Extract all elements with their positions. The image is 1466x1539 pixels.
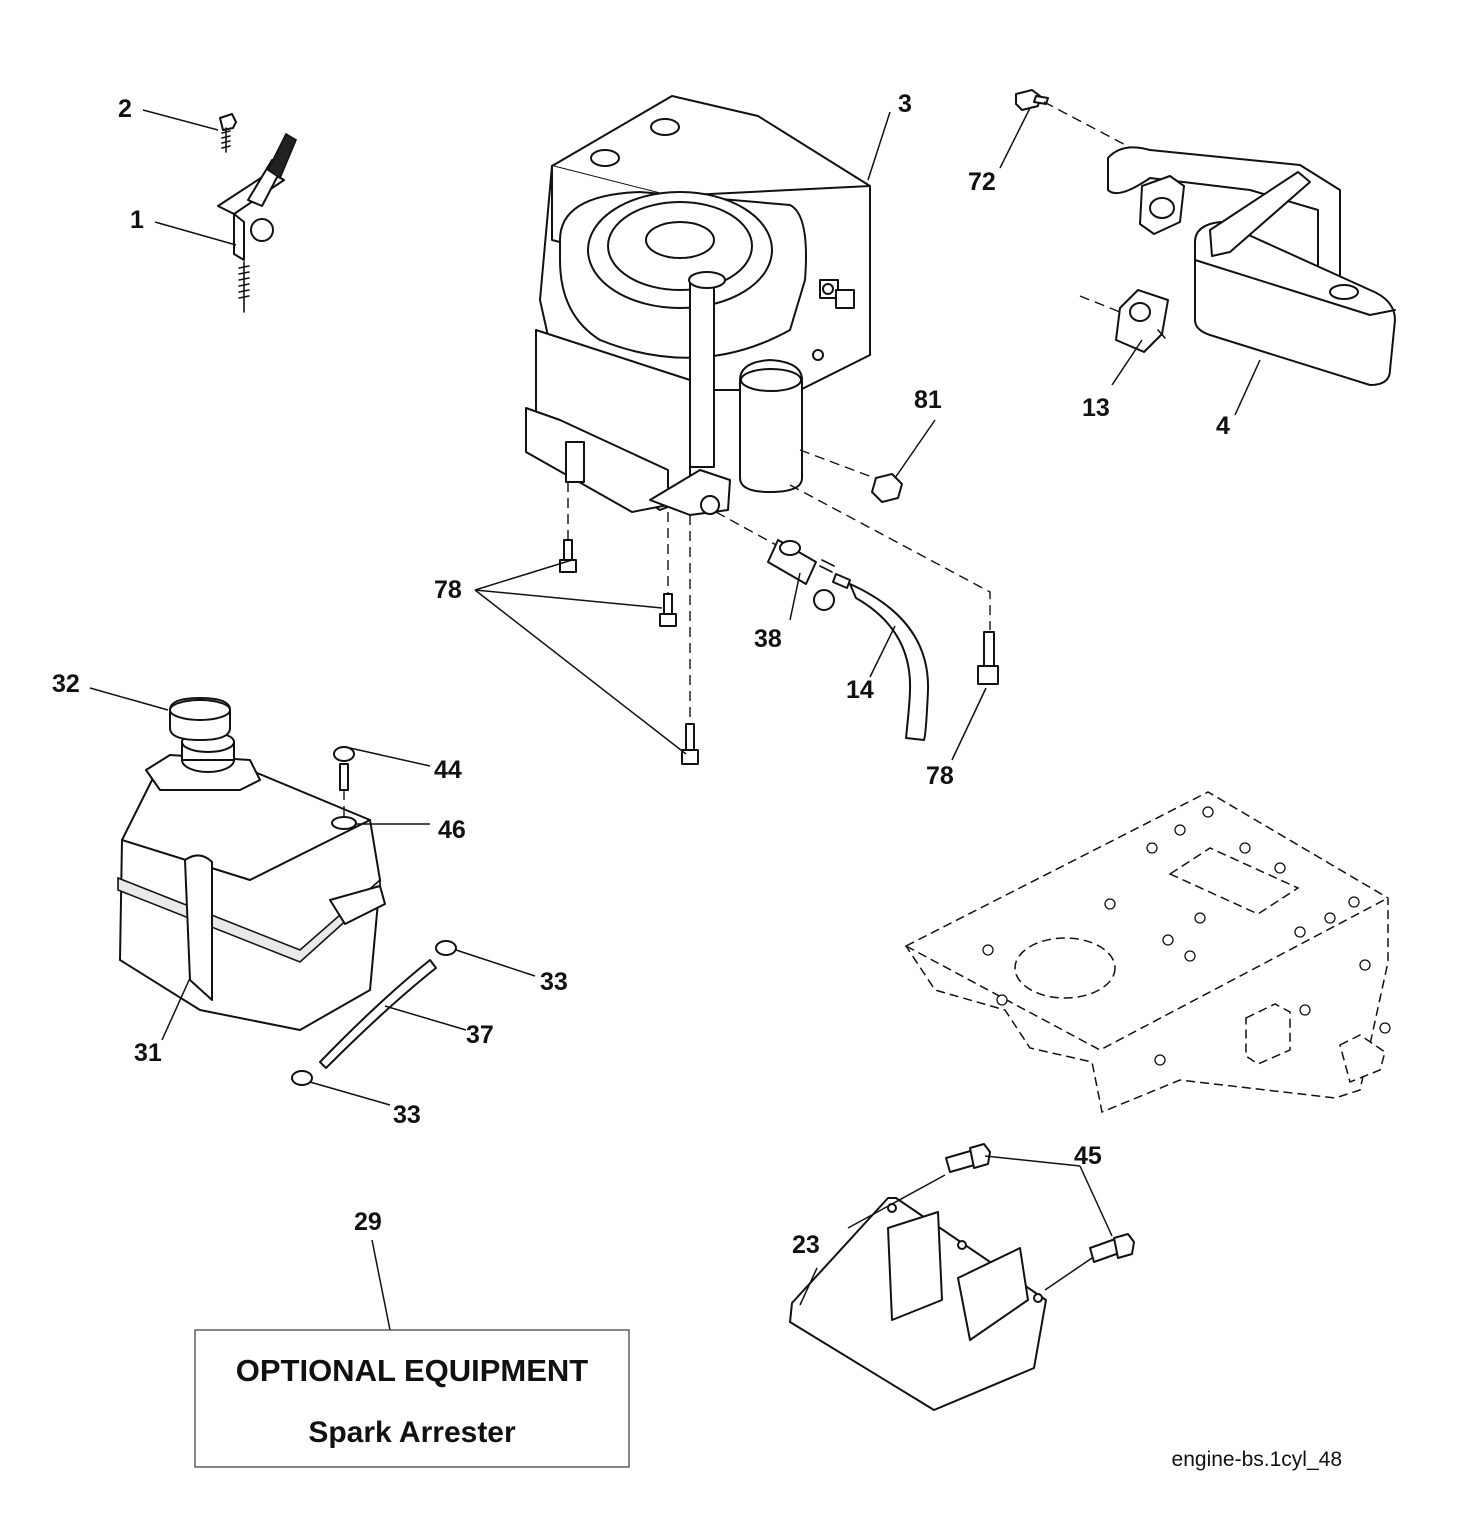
callout-labels: 2 1 3 72 81 13 4 78 38 14 78 32 44 46 33… xyxy=(52,90,1230,1259)
fuel-tank-assembly xyxy=(117,697,457,1086)
callout-38: 38 xyxy=(754,625,782,653)
callout-32: 32 xyxy=(52,670,80,698)
callout-45: 45 xyxy=(1074,1142,1102,1170)
callout-31: 31 xyxy=(134,1039,162,1067)
muffler-assembly xyxy=(1015,89,1396,386)
callout-2: 2 xyxy=(118,95,132,123)
engine-bolts xyxy=(559,449,999,765)
callout-78-engine: 78 xyxy=(434,576,462,604)
callout-4: 4 xyxy=(1216,412,1230,440)
callout-14: 14 xyxy=(846,676,874,704)
callout-29: 29 xyxy=(354,1208,382,1236)
callout-33-bottom: 33 xyxy=(393,1101,421,1129)
callout-3: 3 xyxy=(898,90,912,118)
figure-reference: engine-bs.1cyl_48 xyxy=(1172,1448,1342,1471)
throttle-control-assembly xyxy=(217,113,298,313)
fuel-filter-and-hose xyxy=(715,511,930,741)
callout-37: 37 xyxy=(466,1021,494,1049)
optional-equipment-subtitle: Spark Arrester xyxy=(308,1416,516,1449)
callout-23: 23 xyxy=(792,1231,820,1259)
callout-33-top: 33 xyxy=(540,968,568,996)
optional-equipment-box: OPTIONAL EQUIPMENT Spark Arrester xyxy=(194,1329,630,1468)
callout-78-rear: 78 xyxy=(926,762,954,790)
callout-46: 46 xyxy=(438,816,466,844)
optional-equipment-title: OPTIONAL EQUIPMENT xyxy=(236,1353,589,1388)
callout-1: 1 xyxy=(130,206,144,234)
engine xyxy=(525,95,871,516)
frame-dashed xyxy=(904,791,1391,1114)
heat-shield-assembly xyxy=(789,1143,1135,1411)
callout-81: 81 xyxy=(914,386,942,414)
leader-lines xyxy=(89,107,1261,1331)
callout-44: 44 xyxy=(434,756,462,784)
callout-72: 72 xyxy=(968,168,996,196)
callout-13: 13 xyxy=(1082,394,1110,422)
